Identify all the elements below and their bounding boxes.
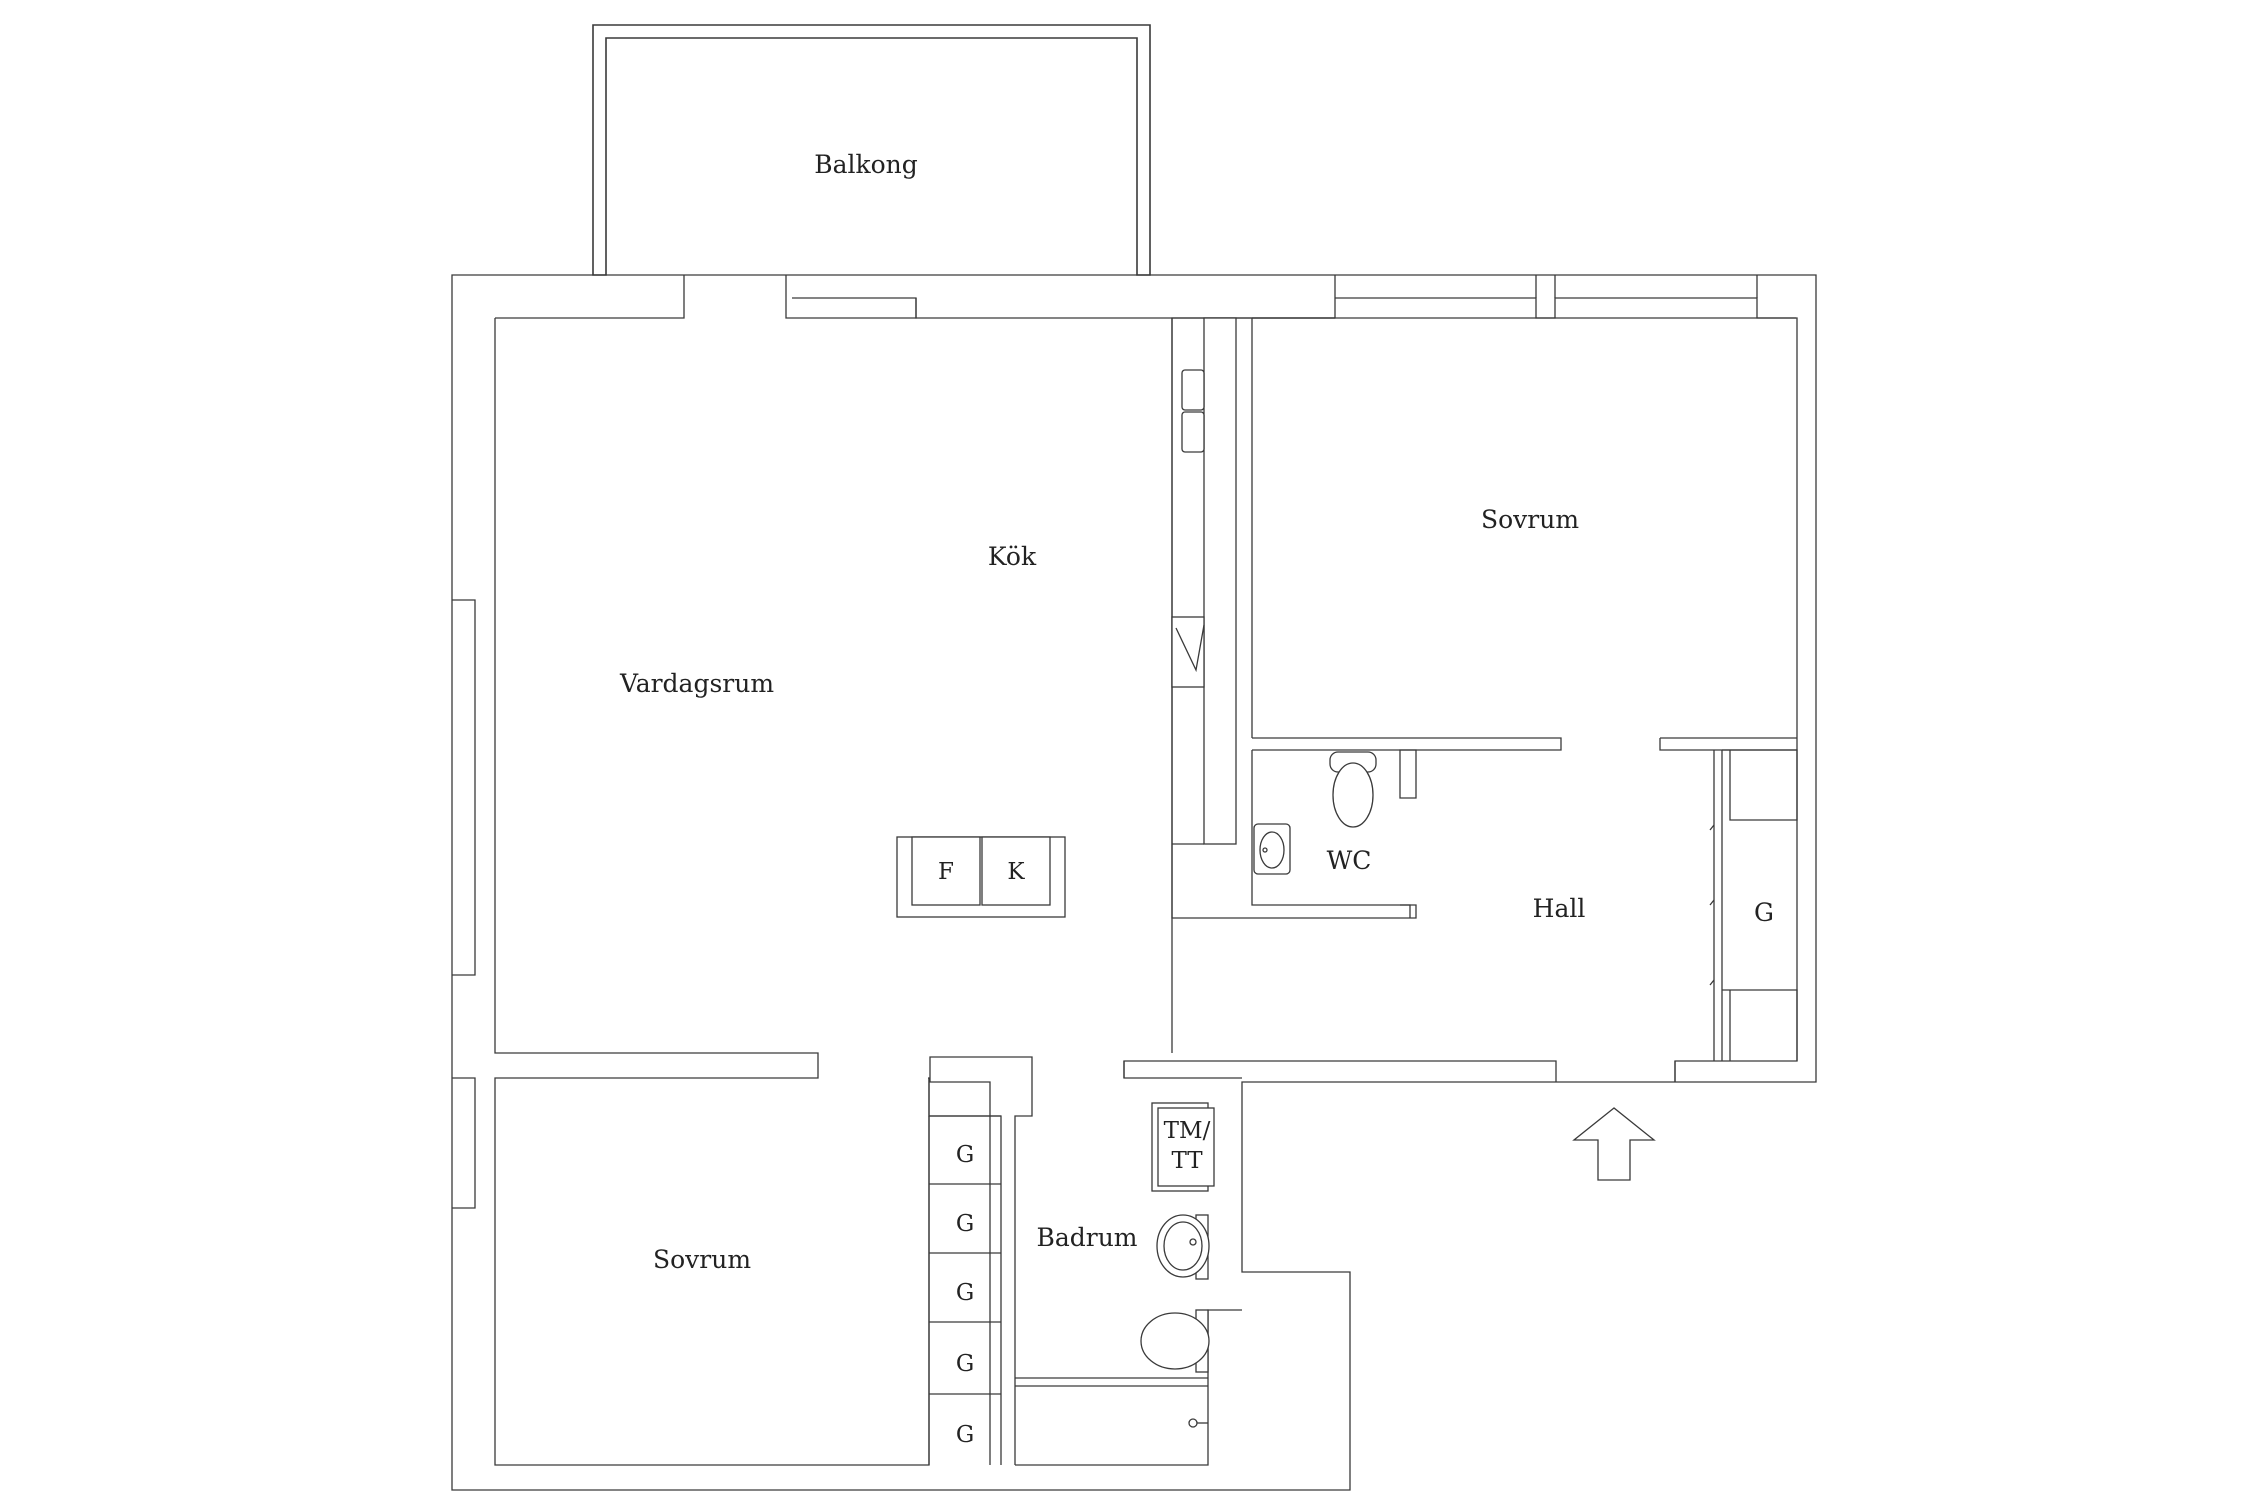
hall-label: Hall (1533, 894, 1586, 923)
hall-wardrobe: G (1709, 749, 1798, 1061)
bathroom-label: Badrum (1036, 1223, 1137, 1252)
wc-label: WC (1327, 846, 1372, 875)
sink-icon (1253, 823, 1291, 875)
bedroom-top: Sovrum (1252, 505, 1797, 751)
shower-icon (1188, 1418, 1208, 1428)
bedroom-top-label: Sovrum (1481, 505, 1579, 534)
wardrobe-column: G G G G G (928, 1078, 1002, 1465)
toilet-icon (1329, 751, 1377, 828)
hall-entrance-walls (1123, 1060, 1676, 1082)
sink-icon (1156, 1214, 1210, 1280)
sink-icon (1181, 369, 1205, 453)
toilet-icon (1140, 1309, 1210, 1373)
freezer-label: K (1007, 859, 1025, 885)
wardrobe-label: G (956, 1142, 974, 1168)
wardrobe-label: G (956, 1280, 974, 1306)
balcony-label: Balkong (814, 150, 918, 179)
fridge-label: F (938, 859, 954, 885)
living-room-label: Vardagsrum (619, 669, 774, 698)
wardrobe-label: G (956, 1211, 974, 1237)
outer-walls (451, 274, 1817, 1491)
kitchen-label: Kök (988, 542, 1037, 571)
bedroom-bottom-label: Sovrum (653, 1245, 751, 1274)
kitchen-counter (1171, 317, 1252, 919)
washer-dryer: TM/ TT (1151, 1102, 1215, 1192)
entrance-arrow-icon (1572, 1107, 1656, 1181)
washer-bottom-label: TT (1171, 1148, 1203, 1174)
wardrobe-label: G (956, 1422, 974, 1448)
bathroom: TM/ TT Badrum (1015, 1061, 1242, 1428)
fridge-freezer: F K (896, 836, 1066, 918)
wc: WC (1251, 749, 1417, 919)
stove-icon (1171, 616, 1205, 688)
wardrobe-label: G (956, 1351, 974, 1377)
hall-wardrobe-label: G (1754, 898, 1774, 927)
washer-top-label: TM/ (1164, 1118, 1211, 1144)
balcony: Balkong (592, 24, 1151, 276)
